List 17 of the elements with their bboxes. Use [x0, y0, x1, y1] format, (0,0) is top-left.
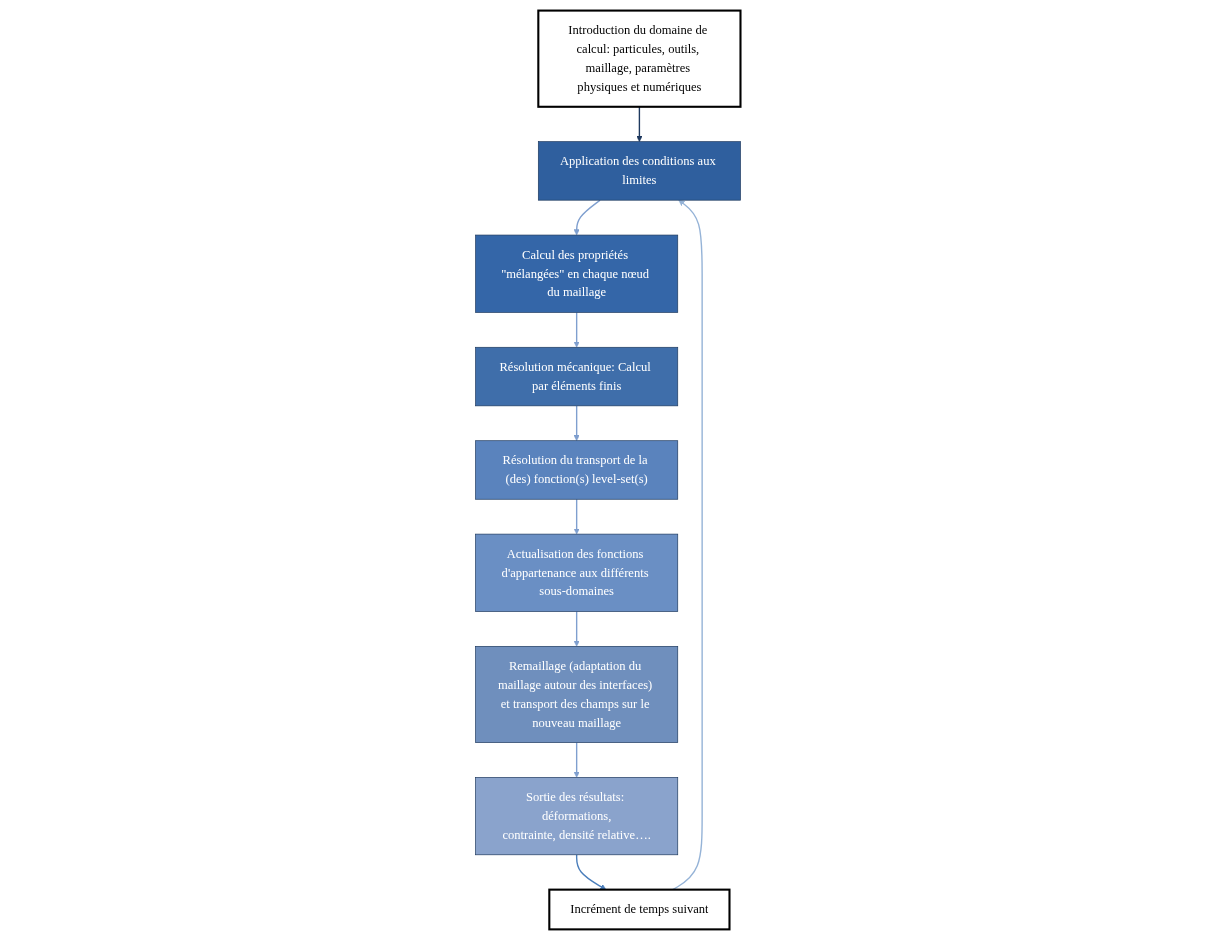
node-box: Sortie des résultats: déformations, contrainte, densité relative…. [475, 777, 679, 856]
arrow [636, 106, 643, 142]
arrow [574, 405, 581, 441]
arrow [574, 311, 581, 348]
node-box: Résolution du transport de la (des) fonction(s) level-set(s) [475, 440, 679, 500]
node-box: Remaillage (adaptation du maillage autour des interfaces) et transport des champs sur le nouveau maillage [475, 646, 679, 743]
arrow [574, 498, 581, 535]
node-box: Résolution mécanique: Calcul par éléments finis [475, 346, 679, 407]
node-box: Calcul des propriétés "mélangées" en chaque nœud du maillage [475, 234, 679, 313]
arrow [574, 741, 581, 778]
node-box: Application des conditions aux limites [538, 141, 742, 201]
arrow [576, 854, 607, 890]
node-box: Incrément de temps suivant [548, 888, 731, 931]
arrow [574, 610, 581, 647]
node-box: Actualisation des fonctions d'appartenance aux différents sous-domaines [475, 533, 679, 612]
node-box: Introduction du domaine de calcul: particules, outils, maillage, paramètres physiques et numériques [537, 9, 742, 108]
arrow [574, 199, 602, 236]
